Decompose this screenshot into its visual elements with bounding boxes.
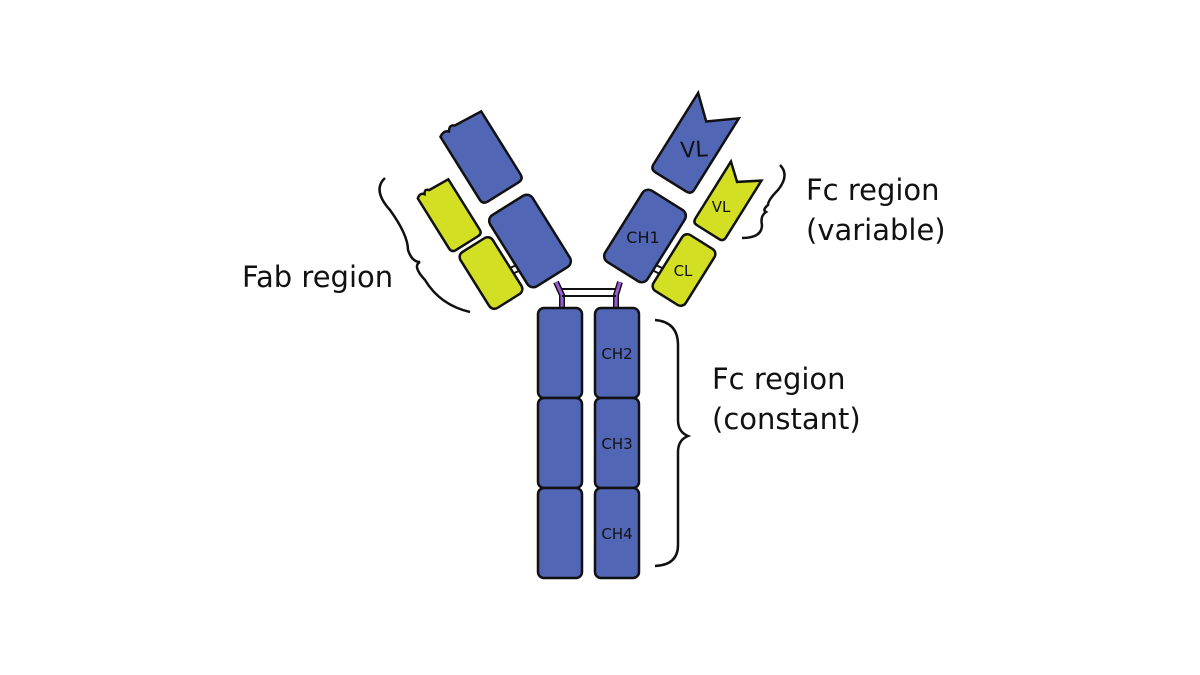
fc-constant-label-line2: (constant) [712,402,861,436]
fc-stem [536,306,641,580]
label-ch1: CH1 [626,228,659,247]
left-ch4 [536,486,584,580]
fc-variable-label-line1: Fc region [806,173,940,207]
left-cl [458,235,524,311]
right-light-variable [693,158,764,242]
hinge-region [553,280,623,310]
fab-brace [378,177,471,314]
right-cl [651,232,717,308]
right-ch4 [593,486,641,580]
fc-constant-label-line1: Fc region [712,362,846,396]
label-cl: CL [674,262,693,280]
fc-constant-brace [654,318,692,568]
label-ch2: CH2 [601,345,632,363]
label-vl-heavy: VL [680,137,709,163]
fc-variable-brace [741,164,786,240]
left-light-variable [416,177,482,253]
label-ch3: CH3 [601,435,632,453]
left-ch2 [536,306,584,400]
fc-variable-label-line2: (variable) [806,213,946,247]
label-vl-light: VL [712,198,731,216]
left-ch1 [487,193,573,289]
right-heavy-variable [651,89,742,194]
label-ch4: CH4 [601,525,632,543]
left-heavy-variable [439,109,523,204]
left-ch3 [536,396,584,490]
right-ch1 [602,188,688,284]
fab-region-label: Fab region [242,260,393,294]
